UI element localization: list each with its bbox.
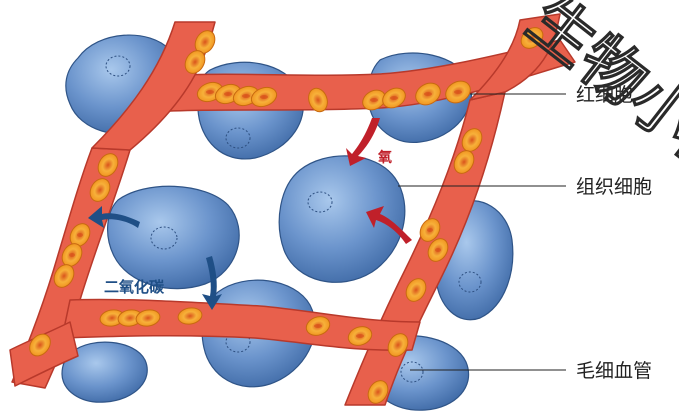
label-tissue-cell: 组织细胞	[576, 176, 652, 198]
tissue-cell	[108, 186, 240, 288]
oxygen-label: 氧	[377, 149, 392, 166]
co2-label: 二氧化碳	[104, 278, 165, 296]
watermark: 生物小图	[514, 0, 679, 199]
label-capillary: 毛细血管	[576, 360, 652, 382]
oxygen-arrow-top	[346, 118, 380, 166]
